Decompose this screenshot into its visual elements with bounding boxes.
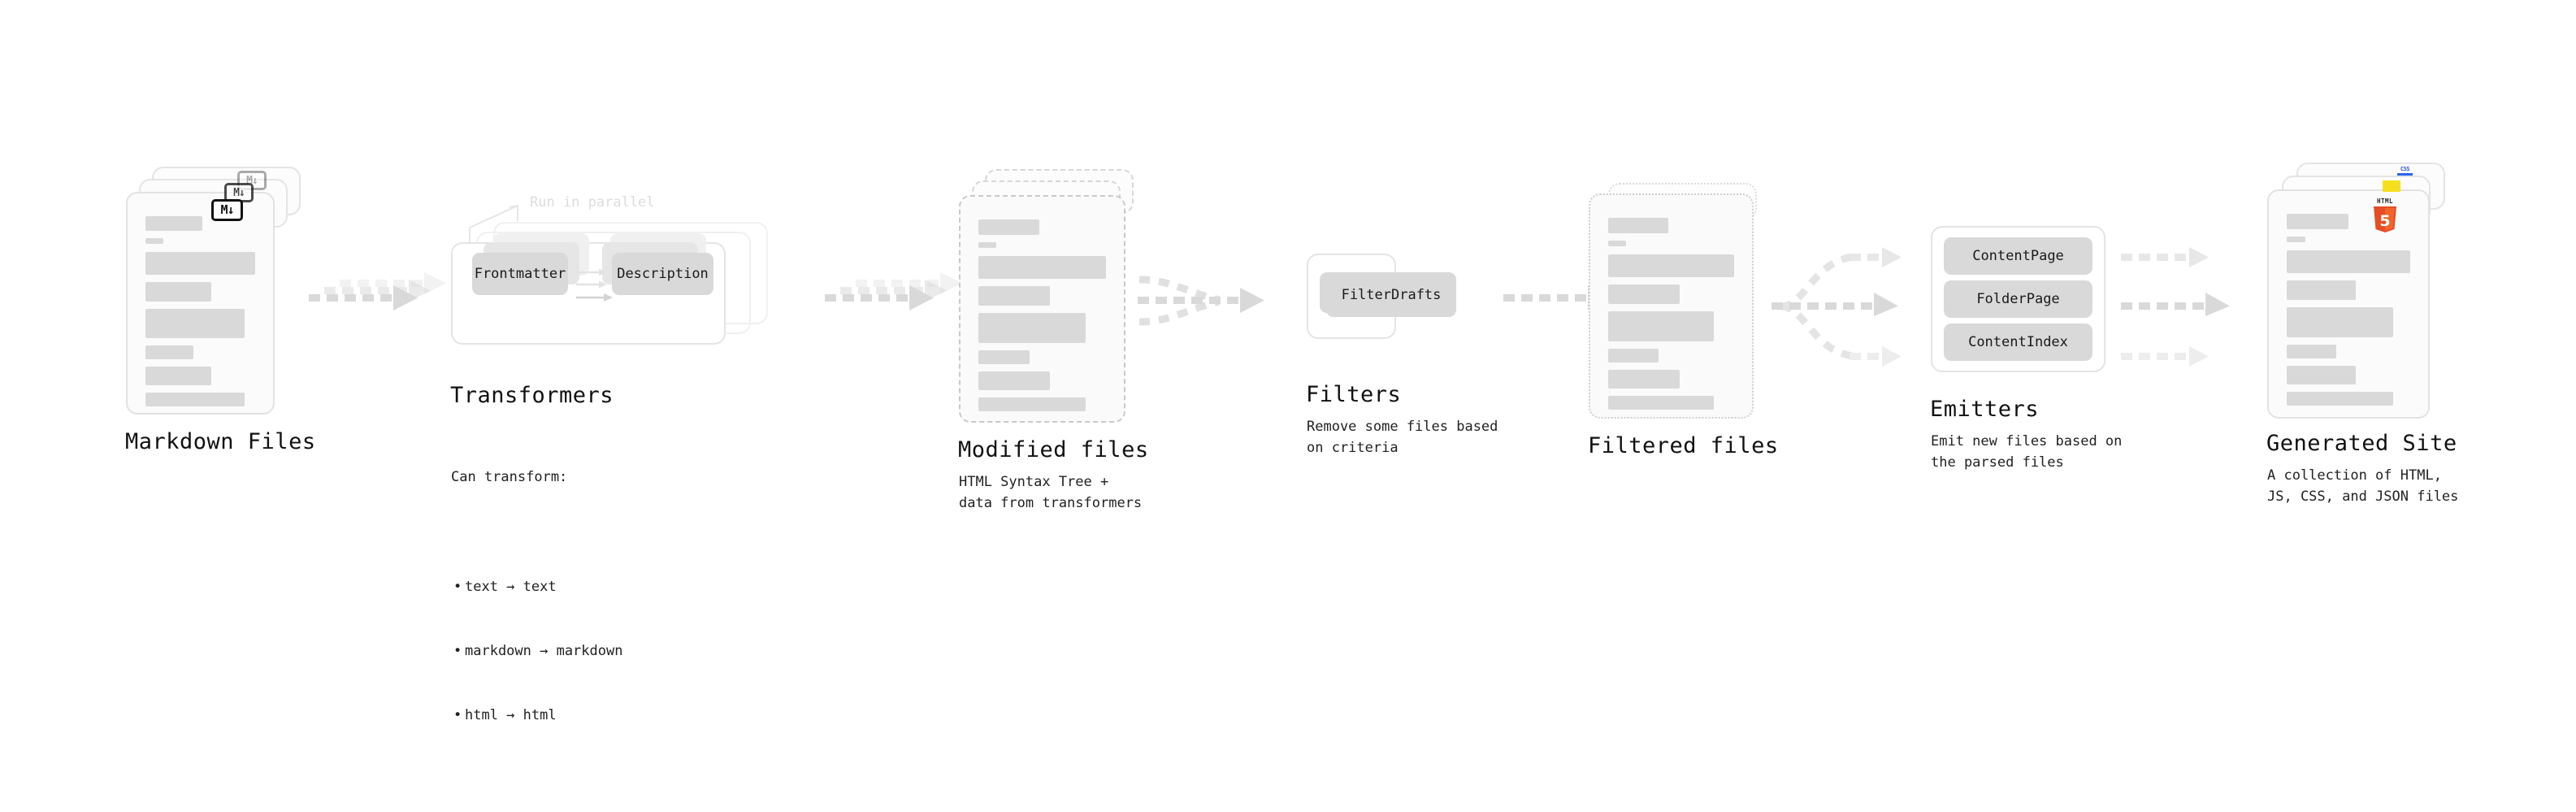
markdown-card-front — [126, 192, 275, 415]
stage-title-filtered-files: Filtered files — [1588, 433, 1779, 458]
site-card-front-html — [2267, 189, 2430, 419]
js-icon — [2383, 180, 2400, 192]
stage-subtitle-filters: Remove some files based on criteria — [1307, 419, 1498, 457]
stage-subtitle-transformers: Can transform: text → text markdown → ma… — [451, 423, 622, 812]
stage-title-emitters: Emitters — [1930, 397, 2040, 422]
emitter-chip-contentindex[interactable]: ContentIndex — [1944, 323, 2092, 361]
transformers-bullet-list: text → text markdown → markdown html → h… — [451, 534, 622, 770]
transformer-chip-label: Frontmatter — [474, 266, 566, 282]
html5-icon: HTML 5 — [2370, 198, 2400, 232]
css-icon-bar — [2397, 173, 2413, 176]
markdown-icon-glyph: M↓ — [220, 202, 234, 217]
list-item: text → text — [451, 576, 622, 598]
flow-arrow-1 — [309, 272, 446, 310]
html5-icon-shield: 5 — [2374, 206, 2396, 232]
html5-icon-number: 5 — [2379, 212, 2390, 230]
stage-filtered-files: Filtered files — [1588, 183, 1778, 458]
flow-arrow-6 — [2121, 247, 2230, 367]
site-card-stack: CSS HTML 5 — [2267, 163, 2454, 419]
filtered-card-front — [1589, 193, 1754, 419]
html5-icon-label: HTML — [2376, 198, 2394, 205]
stage-title-filters: Filters — [1306, 382, 1402, 407]
transformer-chip-label: Description — [617, 266, 709, 282]
flow-arrow-2 — [825, 272, 962, 310]
stage-markdown-files: M↓ M↓ M↓ Markdown Files — [125, 167, 315, 454]
stage-subtitle-emitters: Emit new files based on the parsed files — [1931, 433, 2123, 471]
stage-title-generated-site: Generated Site — [2266, 431, 2457, 456]
transformers-subtitle-lead: Can transform: — [451, 468, 568, 485]
css-icon-label: CSS — [2400, 166, 2410, 172]
stage-title-transformers: Transformers — [450, 383, 614, 408]
emitter-chip-folderpage[interactable]: FolderPage — [1944, 280, 2092, 318]
emitter-chip-label: ContentIndex — [1968, 334, 2068, 350]
emitter-chip-contentpage[interactable]: ContentPage — [1944, 237, 2092, 275]
stage-title-modified-files: Modified files — [958, 437, 1149, 462]
list-item: html → html — [451, 705, 622, 727]
modified-card-stack — [959, 169, 1134, 423]
filter-chip-filterdrafts-visible[interactable]: FilterDrafts — [1326, 272, 1456, 317]
markdown-icon-glyph: M↓ — [233, 186, 245, 199]
stage-title-markdown-files: Markdown Files — [125, 429, 316, 454]
filter-chip-label: FilterDrafts — [1341, 286, 1442, 303]
emitter-chip-label: FolderPage — [1976, 291, 2060, 307]
modified-card-front — [959, 195, 1125, 423]
flow-arrow-5-split — [1772, 247, 1902, 367]
site-card-content — [2287, 214, 2410, 413]
run-in-parallel-note: Run in parallel — [530, 194, 655, 211]
markdown-card-content — [145, 216, 255, 414]
list-item: markdown → markdown — [451, 640, 622, 662]
flow-arrow-3-merge — [1138, 276, 1264, 326]
stage-subtitle-generated-site: A collection of HTML, JS, CSS, and JSON … — [2267, 467, 2459, 506]
markdown-icon: M↓ — [211, 199, 243, 221]
stage-generated-site: CSS HTML 5 Generated Site A collection o… — [2266, 163, 2458, 505]
transformer-chip-description[interactable]: Description — [612, 253, 713, 295]
emitter-chip-label: ContentPage — [1972, 248, 2064, 264]
markdown-card-stack: M↓ M↓ M↓ — [126, 167, 301, 415]
stage-modified-files: Modified files HTML Syntax Tree + data f… — [958, 169, 1148, 511]
transformer-chip-frontmatter[interactable]: Frontmatter — [472, 253, 568, 295]
css-icon: CSS — [2397, 167, 2413, 176]
modified-card-content — [978, 219, 1106, 419]
filtered-card-stack — [1589, 183, 1763, 419]
stage-subtitle-modified-files: HTML Syntax Tree + data from transformer… — [959, 474, 1143, 512]
diagram-canvas: M↓ M↓ M↓ Markdown Files — [0, 0, 2576, 681]
filtered-card-content — [1608, 218, 1734, 417]
